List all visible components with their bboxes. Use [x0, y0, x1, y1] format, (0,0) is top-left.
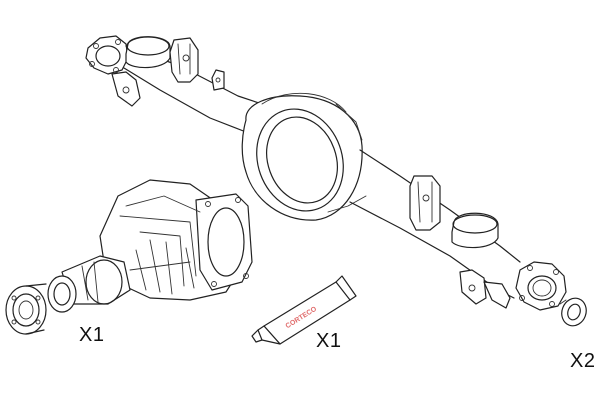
sealant-tube: CORTECO [251, 275, 357, 345]
axle-housing [85, 35, 587, 327]
differential-carrier [5, 179, 253, 335]
quantity-label-carrier: X1 [79, 324, 105, 346]
quantity-label-sealant: X1 [316, 330, 342, 352]
quantity-label-seal: X2 [570, 350, 596, 372]
